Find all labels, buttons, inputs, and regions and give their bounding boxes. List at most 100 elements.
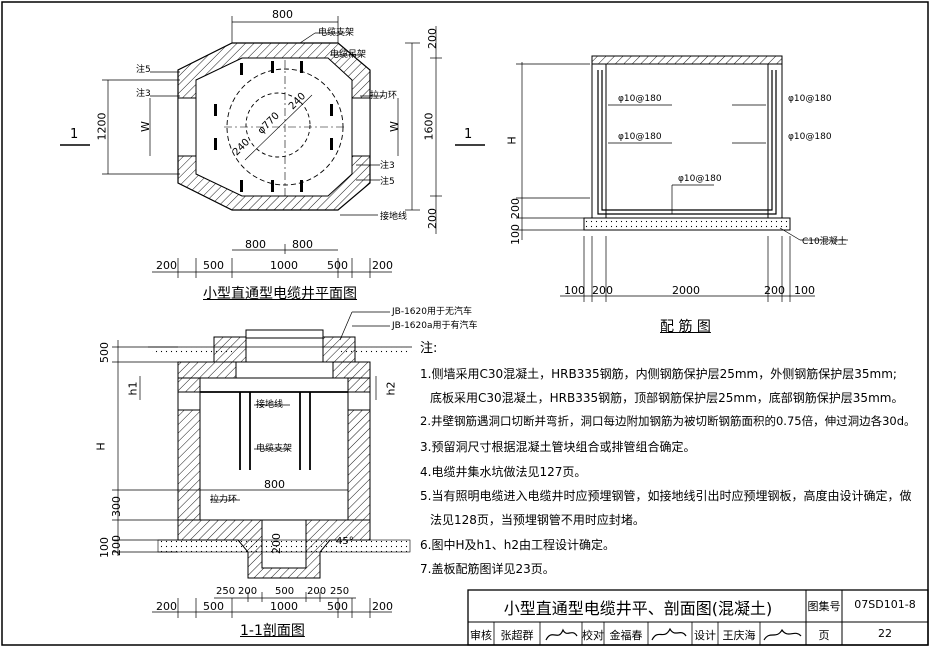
rebar-dim-bottom-3: 2000	[672, 284, 700, 297]
rebar-title: 配 筋 图	[660, 319, 711, 335]
section-label-ground-wire: 接地线	[256, 400, 284, 410]
section-label-pull-ring: 拉力环	[210, 495, 238, 505]
note-5b: 法见128页，当预埋钢管不用时应封堵。	[430, 513, 645, 527]
rebar-label-5: φ10@180	[788, 132, 832, 142]
section-h1: h1	[126, 381, 140, 396]
title-block	[467, 589, 929, 646]
note-1b: 底板采用C30混凝土，HRB335钢筋，顶部钢筋保护层25mm，底部钢筋保护层3…	[430, 391, 904, 405]
plan-view	[60, 16, 485, 278]
plan-label-pull-ring: 拉力环	[370, 91, 398, 101]
section-dim-top-1: 250	[216, 586, 236, 597]
plan-section-mark-right: 1	[464, 127, 473, 142]
titleblock-designer-label: 设计	[694, 629, 716, 642]
section-dim-500: 500	[98, 342, 111, 363]
plan-dim-bottom-1: 200	[156, 259, 177, 272]
titleblock-page-label: 页	[818, 629, 830, 642]
plan-label-note3-right: 注3	[380, 161, 395, 171]
section-label-cable-bracket: 电缆支架	[256, 444, 293, 454]
rebar-dim-200: 200	[509, 198, 522, 219]
titleblock-checker: 金福春	[609, 629, 643, 642]
section-dim-800: 800	[264, 478, 285, 491]
plan-dim-bottom-3: 1000	[270, 259, 298, 272]
section-dim-top-4: 200	[307, 586, 327, 597]
section-dim-bottom-2: 500	[203, 600, 224, 613]
note-2: 2.井壁钢筋遇洞口切断并弯折，洞口每边附加钢筋为被切断钢筋面积的0.75倍，伸过…	[420, 414, 916, 428]
plan-dim-right-bottom: 200	[426, 208, 439, 229]
note-1a: 1.侧墙采用C30混凝土，HRB335钢筋，内侧钢筋保护层25mm，外侧钢筋保护…	[420, 367, 897, 381]
titleblock-reviewer-label: 审核	[470, 629, 492, 642]
section-neck-right	[322, 336, 356, 363]
section-dim-200v: 200	[270, 533, 283, 554]
titleblock-atlas-label: 图集号	[807, 600, 841, 613]
section-dim-200: 200	[110, 535, 123, 556]
section-dim-bottom-1: 200	[156, 600, 177, 613]
section-angle: 45°	[336, 536, 354, 547]
rebar-dim-bottom-2: 200	[592, 284, 613, 297]
section-dim-bottom-4: 500	[327, 600, 348, 613]
rebar-base	[583, 217, 791, 231]
section-dim-top-5: 250	[330, 586, 350, 597]
note-3: 3.预留洞尺寸根据混凝土管块组合或排管组合确定。	[420, 440, 696, 454]
section-ground	[152, 347, 232, 354]
rebar-dim-bottom-1: 100	[564, 284, 585, 297]
rebar-label-2: φ10@180	[618, 132, 662, 142]
section-title: 1-1剖面图	[240, 623, 305, 639]
plan-w-left: W	[138, 121, 152, 132]
plan-dim-right-main: 1600	[422, 112, 436, 141]
section-h2: h2	[384, 381, 398, 396]
plan-label-cable-hanger: 电缆吊架	[330, 50, 367, 60]
plan-label-note5-left: 注5	[136, 65, 151, 75]
plan-dim-bottom-5: 200	[372, 259, 393, 272]
section-neck-left	[213, 336, 247, 363]
titleblock-page-no: 22	[878, 627, 892, 640]
section-dim-top-3: 500	[275, 586, 295, 597]
note-4: 4.电缆井集水坑做法见127页。	[420, 465, 587, 479]
rebar-label-4: φ10@180	[788, 94, 832, 104]
titleblock-designer: 王庆海	[722, 629, 756, 642]
plan-opening-left	[177, 97, 197, 157]
rebar-dim-100: 100	[509, 224, 522, 245]
plan-dim-top: 800	[272, 8, 293, 21]
rebar-dim-h: H	[505, 136, 519, 145]
plan-circle-inner	[245, 92, 311, 158]
rebar-wall-left	[591, 63, 607, 219]
plan-dim-left: 1200	[95, 112, 109, 141]
plan-label-note3-left: 注3	[136, 89, 151, 99]
titleblock-title: 小型直通型电缆井平、剖面图(混凝土)	[503, 599, 773, 618]
plan-label-note5-right: 注5	[380, 177, 395, 187]
rebar-view	[516, 55, 848, 302]
section-view	[112, 311, 412, 618]
plan-dim-lower-2: 800	[292, 238, 313, 251]
notes-heading: 注:	[420, 341, 438, 356]
rebar-wall-right	[767, 63, 783, 219]
plan-section-mark-left: 1	[70, 127, 79, 142]
section-label-jb2: JB-1620a用于有汽车	[392, 321, 478, 331]
rebar-label-1: φ10@180	[618, 94, 662, 104]
rebar-label-c10: C10混凝土	[802, 237, 847, 247]
note-5a: 5.当有照明电缆进入电缆井时应预埋钢管，如接地线引出时应预埋钢板，高度由设计确定…	[420, 489, 912, 503]
section-dim-top-2: 200	[238, 586, 258, 597]
plan-w-right: W	[387, 121, 401, 132]
plan-dim-bottom-4: 500	[327, 259, 348, 272]
titleblock-checker-label: 校对	[582, 629, 604, 642]
rebar-dim-bottom-4: 200	[764, 284, 785, 297]
plan-label-cable-bracket: 电缆支架	[318, 28, 355, 38]
rebar-top-slab	[591, 55, 783, 65]
plan-title: 小型直通型电缆井平面图	[203, 286, 357, 302]
plan-dim-lower-1: 800	[245, 238, 266, 251]
plan-label-ground-wire: 接地线	[380, 212, 408, 222]
section-dim-300: 300	[110, 496, 123, 517]
titleblock-reviewer: 张超群	[500, 629, 534, 642]
rebar-label-3: φ10@180	[678, 174, 722, 184]
section-dim-h: H	[94, 442, 108, 451]
rebar-dim-bottom-5: 100	[794, 284, 815, 297]
section-dim-bottom-3: 1000	[270, 600, 298, 613]
plan-opening-right	[351, 97, 371, 157]
note-6: 6.图中H及h1、h2由工程设计确定。	[420, 538, 615, 552]
plan-dim-bottom-2: 500	[203, 259, 224, 272]
plan-dim-right-top: 200	[426, 28, 439, 49]
section-label-jb1: JB-1620用于无汽车	[392, 307, 472, 317]
titleblock-atlas-no: 07SD101-8	[854, 598, 916, 611]
